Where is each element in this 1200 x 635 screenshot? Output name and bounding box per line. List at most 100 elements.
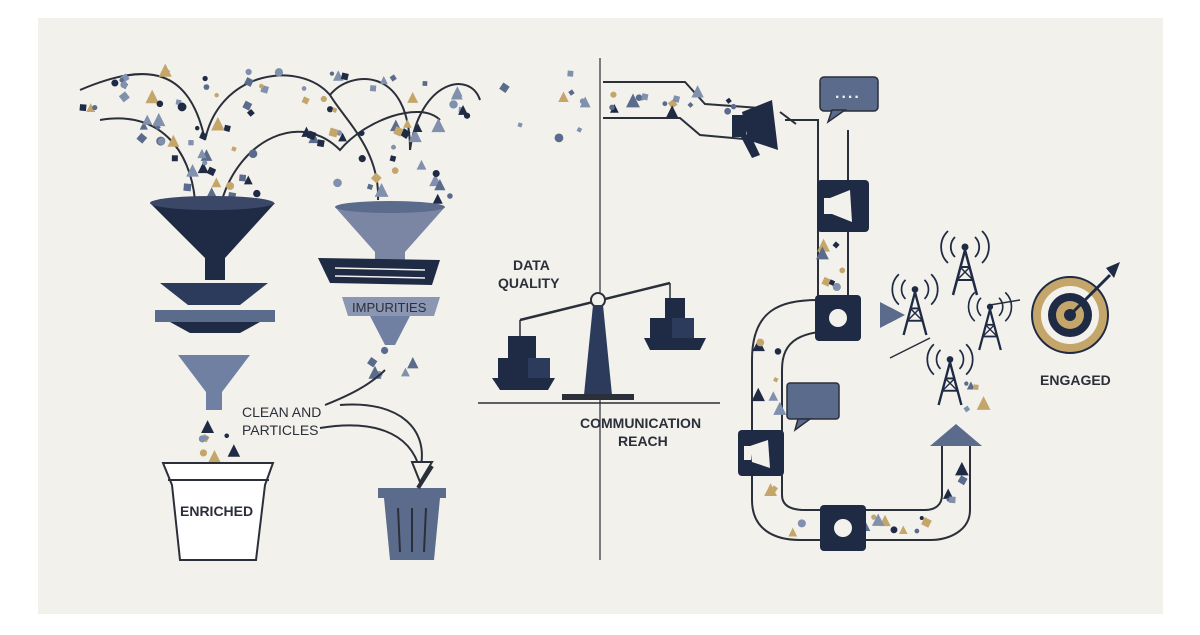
data-quality-line2: QUALITY (498, 275, 560, 291)
particle (499, 82, 510, 94)
particle (226, 181, 235, 190)
particle (389, 155, 397, 162)
particle (408, 128, 422, 143)
particle (171, 155, 178, 162)
radio-tower-icon (940, 230, 990, 296)
particle (832, 241, 840, 249)
particle (211, 116, 225, 131)
particle (380, 346, 389, 355)
particle (242, 100, 253, 111)
particle (186, 163, 199, 177)
particle (434, 179, 446, 191)
particle (370, 172, 382, 184)
particle (86, 103, 96, 113)
particle (197, 162, 209, 174)
particle (142, 114, 153, 125)
particle (248, 149, 258, 158)
particle (245, 68, 252, 76)
particle (202, 160, 208, 166)
particle (558, 91, 569, 102)
arrow-icon (989, 299, 1021, 306)
particle (253, 189, 261, 198)
particle (770, 485, 778, 493)
engaged-label: ENGAGED (1040, 372, 1111, 388)
particle (158, 63, 172, 77)
particle (610, 91, 617, 98)
particle (274, 68, 284, 77)
particle (452, 86, 463, 97)
particle (797, 519, 806, 528)
particle (366, 183, 374, 191)
particle (306, 130, 317, 141)
radio-tower-icon (891, 273, 939, 336)
particle (817, 238, 831, 252)
particle (730, 103, 737, 110)
radio-tower-group (891, 230, 1013, 406)
particle (756, 338, 765, 347)
speech-bubble-icon (786, 382, 840, 432)
arrow-icon (889, 337, 931, 359)
particle (774, 348, 782, 355)
particle (203, 84, 210, 90)
particle (401, 367, 410, 377)
particle (214, 92, 219, 98)
particle (393, 126, 404, 137)
particle (641, 93, 649, 101)
particle (327, 106, 334, 113)
particle-field-left (79, 63, 591, 472)
particle (973, 384, 979, 390)
particle (239, 174, 247, 182)
particle (407, 356, 419, 369)
particle (139, 121, 148, 130)
particle (79, 104, 87, 112)
particle (943, 488, 954, 499)
bucket-icon (161, 462, 275, 561)
particle (198, 435, 207, 443)
particle (329, 71, 335, 76)
trash-bin-icon (378, 464, 446, 560)
particle (890, 526, 898, 534)
particle (301, 96, 310, 105)
particle (367, 357, 378, 368)
particle (199, 131, 208, 141)
particle (832, 282, 841, 292)
funnel-icon (150, 196, 275, 410)
target-icon (1031, 262, 1120, 354)
particle (316, 139, 325, 148)
particle (202, 75, 208, 82)
particle (338, 132, 347, 142)
radio-tower-icon (967, 291, 1013, 351)
particle (672, 95, 681, 103)
particle (764, 483, 778, 497)
particle (662, 101, 668, 107)
particle (431, 118, 446, 133)
particle (828, 279, 836, 286)
balance-scale-icon (492, 281, 706, 400)
particle (921, 517, 932, 528)
particle (416, 159, 427, 170)
particle (626, 93, 640, 108)
particle (227, 444, 241, 457)
particle (919, 515, 924, 521)
particle (449, 100, 458, 109)
particle (224, 433, 230, 439)
particle (554, 133, 564, 143)
enriched-label: ENRICHED (180, 503, 253, 519)
particle (788, 527, 798, 537)
particle (244, 77, 254, 87)
particle (821, 276, 832, 287)
communication-reach-line1: COMMUNICATION (580, 415, 701, 431)
particle (871, 514, 877, 520)
particle (111, 79, 119, 87)
particle (815, 246, 829, 260)
particle (92, 104, 98, 111)
speech-bubble-dots: .... (835, 85, 861, 102)
particle (687, 101, 694, 108)
impurities-label: IMPURITIES (352, 300, 427, 315)
particle (156, 100, 164, 108)
particle (966, 381, 975, 390)
particle (374, 183, 389, 197)
particle (724, 107, 731, 115)
